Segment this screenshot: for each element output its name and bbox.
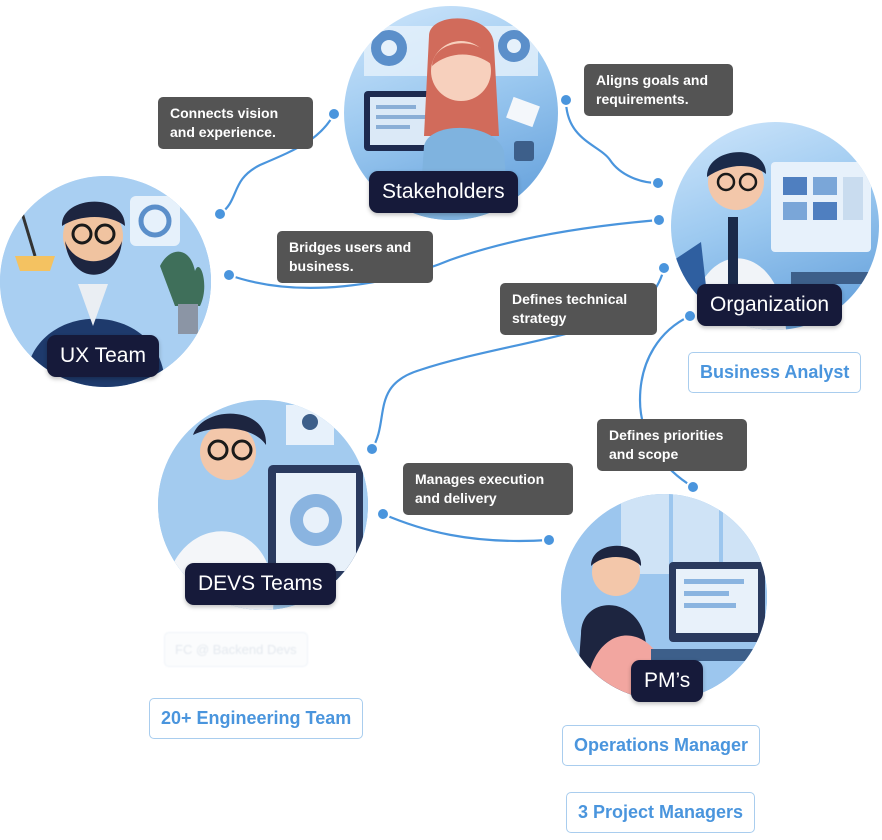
- connector-dot: [559, 93, 573, 107]
- organization-label: Organization: [697, 284, 843, 326]
- role-project-managers: 3 Project Managers: [566, 792, 756, 833]
- note-defines-technical: Defines technical strategy: [500, 283, 657, 335]
- connector-dot: [657, 261, 671, 275]
- stakeholders-label: Stakeholders: [369, 171, 518, 213]
- note-bridges-users: Bridges users and business.: [277, 231, 433, 283]
- connector-dot: [652, 213, 666, 227]
- pms-illustration: [561, 494, 767, 700]
- note-aligns-goals: Aligns goals and requirements.: [584, 64, 733, 116]
- ux-team-label: UX Team: [47, 335, 159, 377]
- connector-dot: [686, 480, 700, 494]
- role-operations-manager: Operations Manager: [562, 725, 761, 766]
- connector-stakeholders-organization: [564, 98, 660, 185]
- connector-dot: [327, 107, 341, 121]
- note-connects-vision: Connects vision and experience.: [158, 97, 313, 149]
- connector-dot: [213, 207, 227, 221]
- note-manages-execution: Manages execution and delivery: [403, 463, 573, 515]
- gear-icon: [138, 204, 172, 238]
- connector-ux-organization: [227, 218, 661, 289]
- connector-ux-stakeholders: [218, 112, 336, 216]
- connector-devs-pms: [381, 512, 551, 543]
- role-engineering-team: 20+ Engineering Team: [149, 698, 364, 739]
- connector-dot: [222, 268, 236, 282]
- role-business-analyst: Business Analyst: [688, 352, 862, 393]
- role-faded-tag: FC @ Backend Devs: [164, 632, 308, 667]
- connector-dot: [376, 507, 390, 521]
- connector-dot: [651, 176, 665, 190]
- note-defines-priorities: Defines priorities and scope: [597, 419, 747, 471]
- devs-teams-label: DEVS Teams: [185, 563, 336, 605]
- connector-dot: [542, 533, 556, 547]
- pms-label: PM’s: [631, 660, 704, 702]
